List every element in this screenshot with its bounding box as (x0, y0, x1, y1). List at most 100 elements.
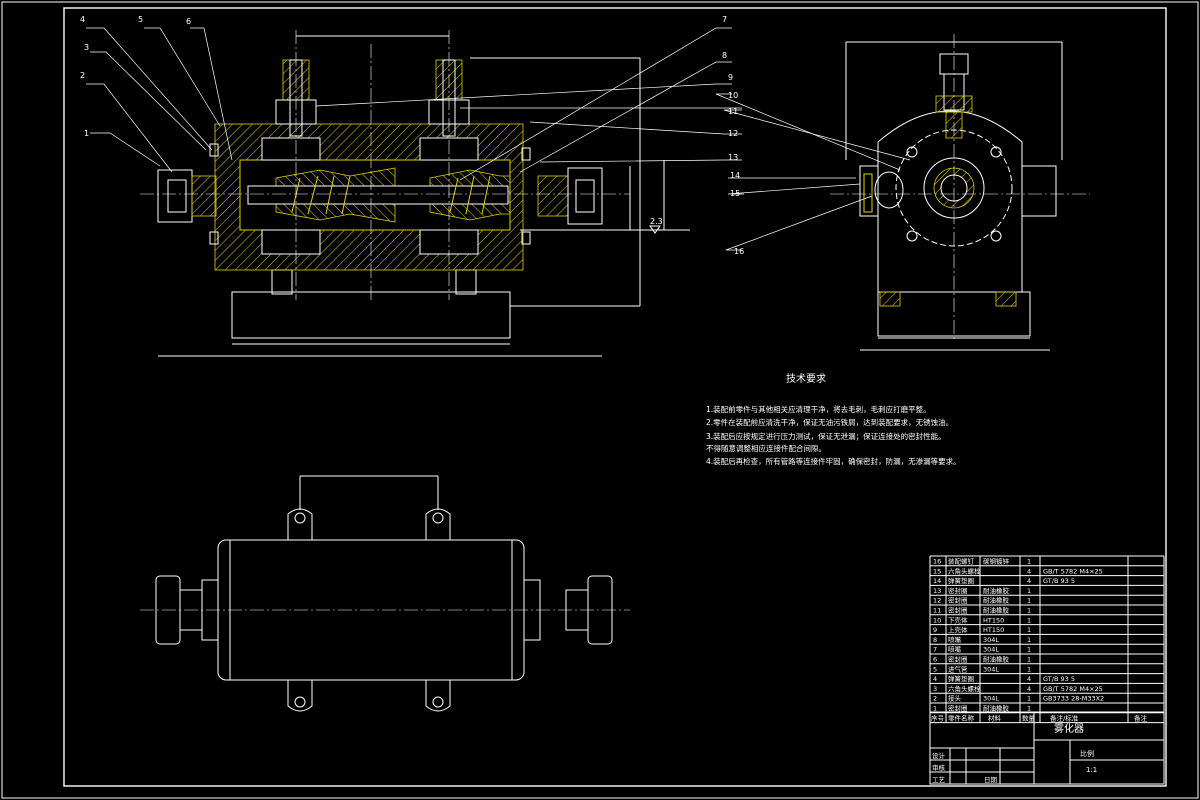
parts-row-name: 下壳体 (948, 615, 968, 624)
callout-2: 2 (80, 71, 85, 80)
parts-row-name: 上壳体 (948, 625, 968, 634)
parts-row-qty: 1 (1027, 656, 1031, 664)
parts-row-qty: 4 (1027, 675, 1031, 683)
parts-row-qty: 1 (1027, 558, 1031, 566)
callout-15: 15 (730, 189, 740, 198)
parts-row-qty: 1 (1027, 616, 1031, 624)
parts-row-material: 耐油橡胶 (983, 606, 1010, 615)
callout-14: 14 (730, 171, 740, 180)
parts-row-qty: 1 (1027, 705, 1031, 713)
parts-row-no: 4 (933, 675, 937, 683)
parts-row-name: 密封圈 (948, 596, 968, 605)
parts-row-no: 16 (933, 558, 941, 566)
parts-row-no: 9 (933, 626, 937, 634)
callout-1: 1 (84, 129, 89, 138)
title-scale-label: 比例 (1080, 749, 1094, 758)
title-check: 审核 (932, 763, 946, 772)
callout-3: 3 (84, 43, 89, 52)
side-view (830, 34, 1090, 351)
tech-requirements-title: 技术要求 (786, 372, 826, 385)
parts-row-material: 耐油橡胶 (983, 596, 1010, 605)
parts-row-name: 装配螺钉 (948, 557, 975, 566)
callout-7: 7 (722, 15, 727, 24)
tech-req-line-2: 2.零件在装配前应清洗干净，保证无油污铁屑，达到装配要求，无锈蚀油。 (706, 417, 953, 427)
parts-row-material: 耐油橡胶 (983, 704, 1010, 713)
parts-row-name: 弹簧垫圈 (948, 576, 974, 585)
parts-row-name: 进气管 (948, 664, 968, 673)
parts-row-material: 碳钢镀锌 (983, 557, 1010, 566)
parts-row-name: 密封圈 (948, 606, 968, 615)
top-view (140, 475, 630, 712)
parts-row-standard: GB/T 5782 M4×25 (1043, 685, 1103, 693)
parts-row-no: 2 (933, 695, 937, 703)
parts-row-no: 3 (933, 685, 937, 693)
parts-row-standard: GB/T 5782 M4×25 (1043, 567, 1103, 575)
title-date: 日期 (984, 776, 998, 784)
parts-row-no: 6 (933, 656, 937, 664)
callout-13: 13 (728, 153, 738, 162)
parts-row-qty: 4 (1027, 567, 1031, 575)
parts-row-material: 耐油橡胶 (983, 655, 1010, 664)
parts-row-material: 耐油橡胶 (983, 586, 1010, 595)
parts-header-qty: 数量 (1022, 713, 1036, 722)
callout-leaders: 1 2 3 4 5 6 7 8 9 10 11 12 13 14 15 16 (80, 15, 911, 256)
parts-row-no: 10 (933, 616, 941, 624)
parts-row-name: 密封圈 (948, 704, 968, 713)
tech-requirements: 技术要求 1.装配前零件与其他相关应清理干净，将去毛刺，毛刺应打磨平整。 2.零… (706, 372, 961, 466)
parts-row-name: 密封圈 (948, 655, 968, 664)
tech-req-line-5: 4.装配后再检查，所有管路等连接件牢固，确保密封，防漏，无渗漏等要求。 (706, 456, 961, 466)
parts-row-material: HT150 (983, 626, 1004, 634)
parts-row-name: 接头 (948, 694, 962, 703)
title-block: 雾化器 比例 1:1 设计 审核 工艺 日期 (929, 711, 1165, 785)
parts-row-qty: 1 (1027, 646, 1031, 654)
parts-row-no: 12 (933, 597, 941, 605)
parts-row-material: 304L (983, 646, 999, 654)
parts-row-qty: 1 (1027, 607, 1031, 615)
parts-row-no: 11 (933, 607, 941, 615)
parts-row-qty: 1 (1027, 587, 1031, 595)
callout-9: 9 (728, 73, 733, 82)
parts-header-name: 零件名称 (948, 713, 975, 722)
parts-row-name: 喷嘴 (948, 645, 962, 654)
callout-12: 12 (728, 129, 738, 138)
title-process: 工艺 (932, 776, 946, 784)
sheet-inner-border (63, 7, 1167, 787)
front-section-view: 2.3 (140, 30, 690, 357)
title-design: 设计 (932, 751, 946, 760)
callout-4: 4 (80, 15, 85, 24)
parts-row-material: 304L (983, 695, 999, 703)
parts-header-no: 序号 (931, 713, 945, 722)
parts-row-qty: 1 (1027, 626, 1031, 634)
parts-row-qty: 1 (1027, 597, 1031, 605)
parts-row-no: 5 (933, 665, 937, 673)
parts-row-material: 304L (983, 665, 999, 673)
tech-req-line-4: 不得随意调整相应连接件配合间隙。 (706, 443, 826, 453)
parts-row-no: 13 (933, 587, 941, 595)
parts-row-name: 六角头螺栓 (948, 684, 981, 693)
parts-row-no: 14 (933, 577, 941, 585)
roughness-value: 2.3 (650, 217, 663, 226)
parts-row-standard: GB3733 28-M33X2 (1043, 695, 1104, 703)
parts-row-qty: 1 (1027, 695, 1031, 703)
parts-row-material: 304L (983, 636, 999, 644)
parts-row-qty: 1 (1027, 636, 1031, 644)
tech-req-line-1: 1.装配前零件与其他相关应清理干净，将去毛刺，毛刺应打磨平整。 (706, 404, 931, 414)
parts-row-name: 喷嘴 (948, 635, 962, 644)
callout-5: 5 (138, 15, 143, 24)
parts-row-standard: GT/B 93 5 (1043, 675, 1075, 683)
parts-row-qty: 4 (1027, 577, 1031, 585)
parts-row-name: 弹簧垫圈 (948, 674, 974, 683)
title-scale: 1:1 (1086, 766, 1097, 774)
parts-row-standard: GT/B 93 5 (1043, 577, 1075, 585)
callout-11: 11 (728, 107, 738, 116)
callout-10: 10 (728, 91, 738, 100)
parts-row-qty: 4 (1027, 685, 1031, 693)
parts-row-no: 7 (933, 646, 937, 654)
parts-row-qty: 1 (1027, 665, 1031, 673)
callout-16: 16 (734, 247, 744, 256)
tech-req-line-3: 3.装配后应按规定进行压力测试，保证无泄漏；保证连接处的密封性能。 (706, 431, 946, 441)
parts-header-material: 材料 (988, 713, 1002, 722)
parts-row-name: 六角头螺栓 (948, 566, 981, 575)
